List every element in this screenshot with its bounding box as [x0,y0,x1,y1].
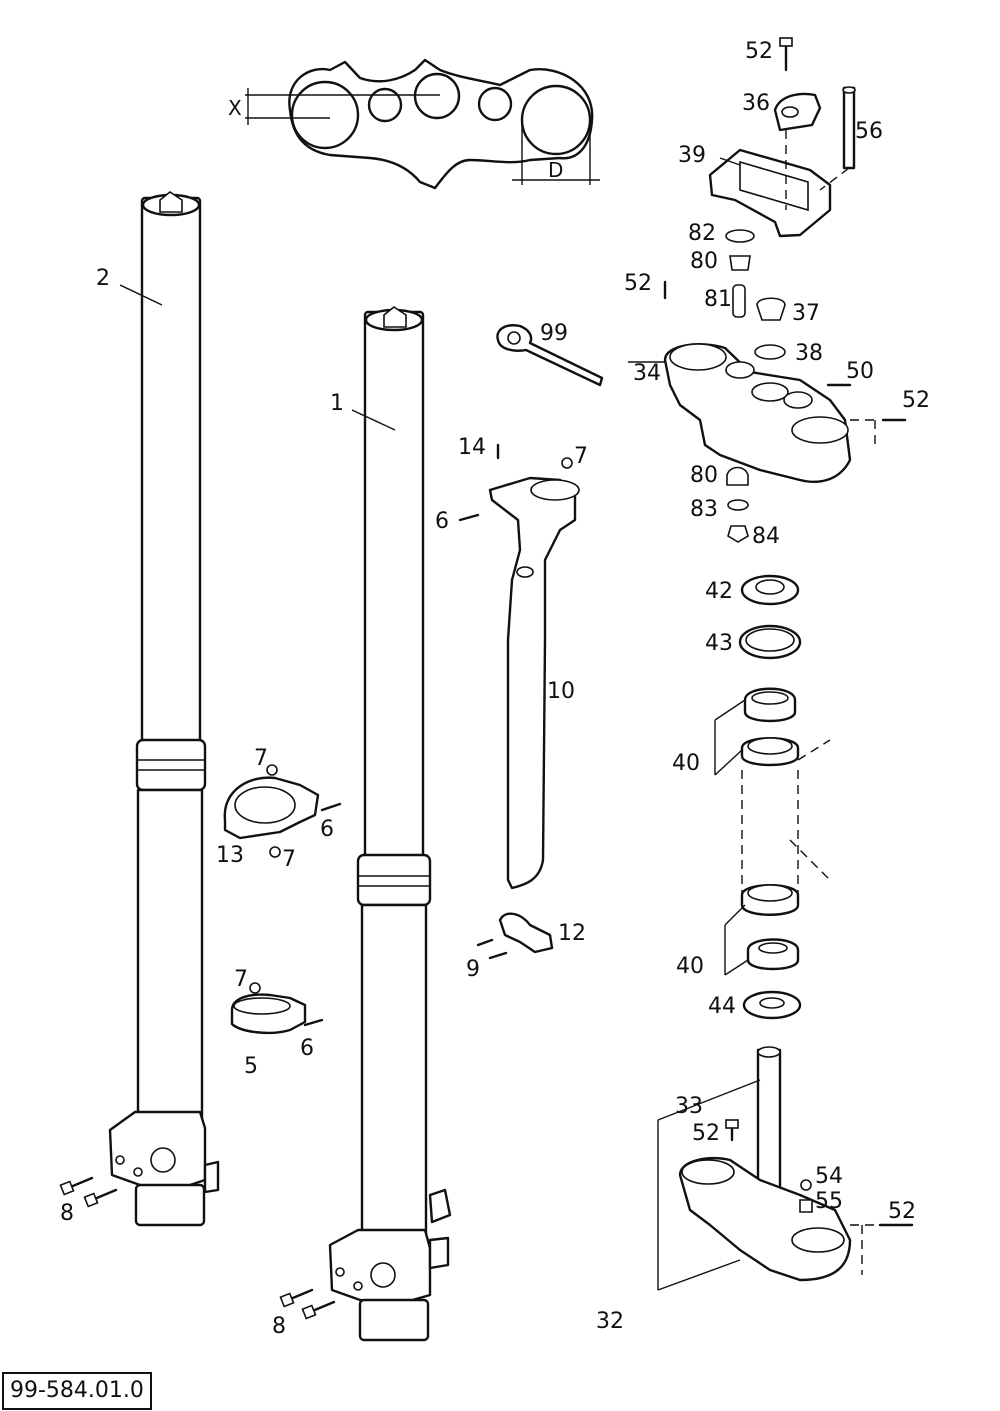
clamp-5 [230,982,324,1035]
reference-number: 99-584.01.0 [2,1372,152,1410]
callout-80-upper: 80 [690,249,718,274]
clamp-13 [223,764,342,858]
dimension-d-label: D [548,158,563,182]
callout-8-left: 8 [60,1201,74,1226]
leader-lines [119,157,741,431]
callout-6-holder: 6 [435,509,449,534]
callout-52-right: 52 [902,388,930,413]
upper-triple-clamp-34 [663,229,907,543]
callout-39: 39 [678,143,706,168]
brake-line-guide-12 [476,912,554,960]
callout-54: 54 [815,1164,843,1189]
callout-33: 33 [675,1094,703,1119]
callout-43: 43 [705,631,733,656]
callout-50: 50 [846,359,874,384]
callout-7-clamp5: 7 [234,967,248,992]
callout-1: 1 [330,391,344,416]
callout-38: 38 [795,341,823,366]
callout-13: 13 [216,843,244,868]
callout-7-clamp13-bottom: 7 [282,847,296,872]
bolts-8-left [59,1176,118,1208]
callout-6-clamp5: 6 [300,1036,314,1061]
callout-52-lower-clamp: 52 [692,1121,720,1146]
callout-7-clamp13-top: 7 [254,746,268,771]
steering-bearings [714,574,831,1020]
dimension-x-label: X [228,96,242,120]
callout-14: 14 [458,435,486,460]
callout-56: 56 [855,119,883,144]
callout-32: 32 [596,1309,624,1334]
callout-labels: 2 1 52 36 56 39 82 80 52 81 37 99 38 34 … [60,39,930,1339]
callout-80-lower: 80 [690,463,718,488]
triple-clamp-dimension-detail: X D [228,58,600,190]
fork-leg-right [328,306,452,1342]
callout-82: 82 [688,221,716,246]
callout-44: 44 [708,994,736,1019]
callout-99: 99 [540,321,568,346]
callout-36: 36 [742,91,770,116]
callout-84: 84 [752,524,780,549]
callout-40-upper: 40 [672,751,700,776]
callout-52-bottom-right: 52 [888,1199,916,1224]
callout-7-holder: 7 [574,444,588,469]
callout-8-right: 8 [272,1314,286,1339]
handlebar-clamp-assembly [708,37,856,238]
brake-line-holder-10 [458,443,580,890]
fork-leg-left [108,191,220,1227]
callout-5: 5 [244,1054,258,1079]
wrench-99 [496,324,604,387]
bolts-8-right [279,1288,336,1320]
lower-triple-clamp-32 [657,1046,914,1291]
callout-6-clamp13: 6 [320,817,334,842]
callout-52-top: 52 [745,39,773,64]
callout-52-upper-clamp: 52 [624,271,652,296]
callout-42: 42 [705,579,733,604]
callout-34: 34 [633,361,661,386]
callout-81: 81 [704,287,732,312]
callout-2: 2 [96,266,110,291]
callout-55: 55 [815,1189,843,1214]
callout-10: 10 [547,679,575,704]
callout-37: 37 [792,301,820,326]
callout-40-lower: 40 [676,954,704,979]
callout-9: 9 [466,957,480,982]
callout-12: 12 [558,921,586,946]
callout-83: 83 [690,497,718,522]
